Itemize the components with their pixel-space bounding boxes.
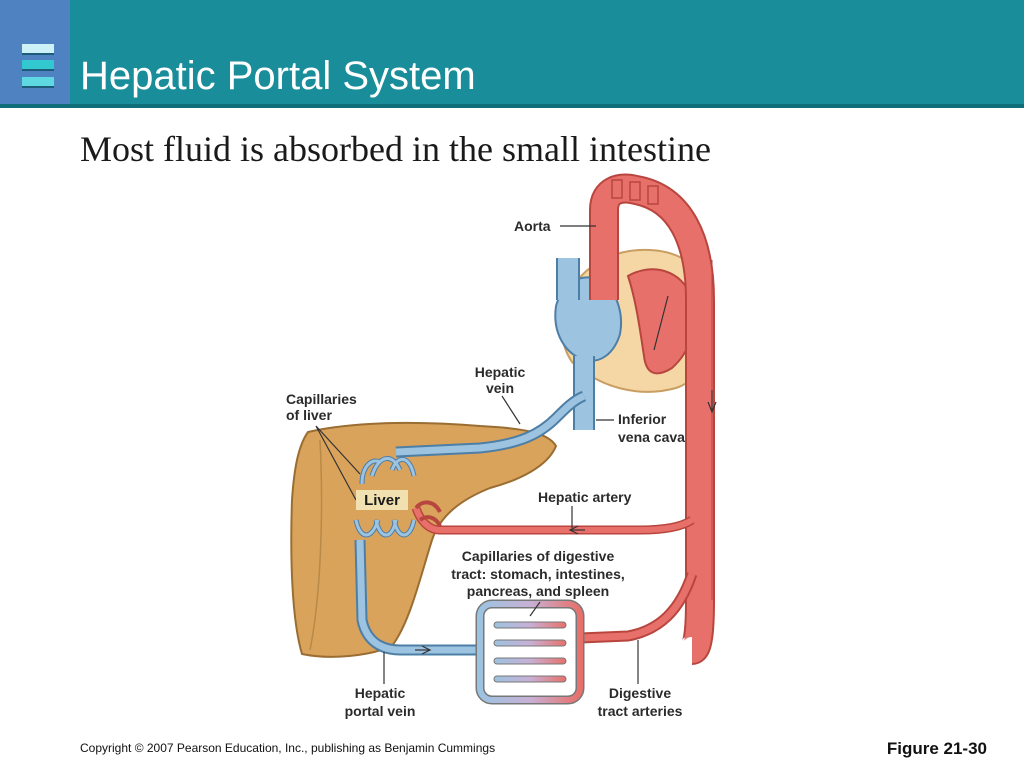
logo-bar-middle xyxy=(22,60,54,71)
logo-bar-bottom xyxy=(22,77,54,88)
logo-bar-top xyxy=(22,44,54,55)
label-liver: Liver xyxy=(364,492,400,509)
label-hepatic-vein-2: vein xyxy=(486,380,514,396)
label-capillaries-digestive-2: tract: stomach, intestines, xyxy=(451,566,625,582)
logo-box xyxy=(0,0,70,104)
slide-title: Hepatic Portal System xyxy=(80,54,476,98)
label-hepatic-portal-vein-2: portal vein xyxy=(345,703,416,719)
digestive-capillary-bed xyxy=(475,599,585,705)
title-bar-rule xyxy=(0,104,1024,108)
label-hepatic-vein-1: Hepatic xyxy=(475,364,526,380)
hepatic-artery-vessel xyxy=(411,506,695,535)
label-digestive-tract-arteries-2: tract arteries xyxy=(598,703,683,719)
label-aorta: Aorta xyxy=(514,218,551,234)
liver-lobe-line xyxy=(309,439,323,651)
label-inferior-vena-cava-1: Inferior xyxy=(618,411,667,427)
slide-subtitle: Most fluid is absorbed in the small inte… xyxy=(80,129,711,169)
figure-number: Figure 21-30 xyxy=(886,739,987,758)
label-capillaries-digestive-3: pancreas, and spleen xyxy=(467,583,609,599)
label-digestive-tract-arteries-1: Digestive xyxy=(609,685,671,701)
label-capillaries-liver-2: of liver xyxy=(286,407,332,423)
label-inferior-vena-cava-2: vena cava xyxy=(618,429,685,445)
hepatic-vein-leader xyxy=(501,395,521,425)
copyright-text: Copyright © 2007 Pearson Education, Inc.… xyxy=(80,741,496,755)
label-hepatic-artery: Hepatic artery xyxy=(538,489,632,505)
label-capillaries-digestive-1: Capillaries of digestive xyxy=(462,548,615,564)
capillaries-digestive-leader xyxy=(529,601,541,617)
liver-label-bg xyxy=(356,490,408,510)
label-capillaries-liver-1: Capillaries xyxy=(286,391,357,407)
label-hepatic-portal-vein-1: Hepatic xyxy=(355,685,406,701)
capillaries-liver-leader xyxy=(315,425,361,501)
title-bar xyxy=(0,0,1024,104)
heart-arrow xyxy=(653,295,669,351)
